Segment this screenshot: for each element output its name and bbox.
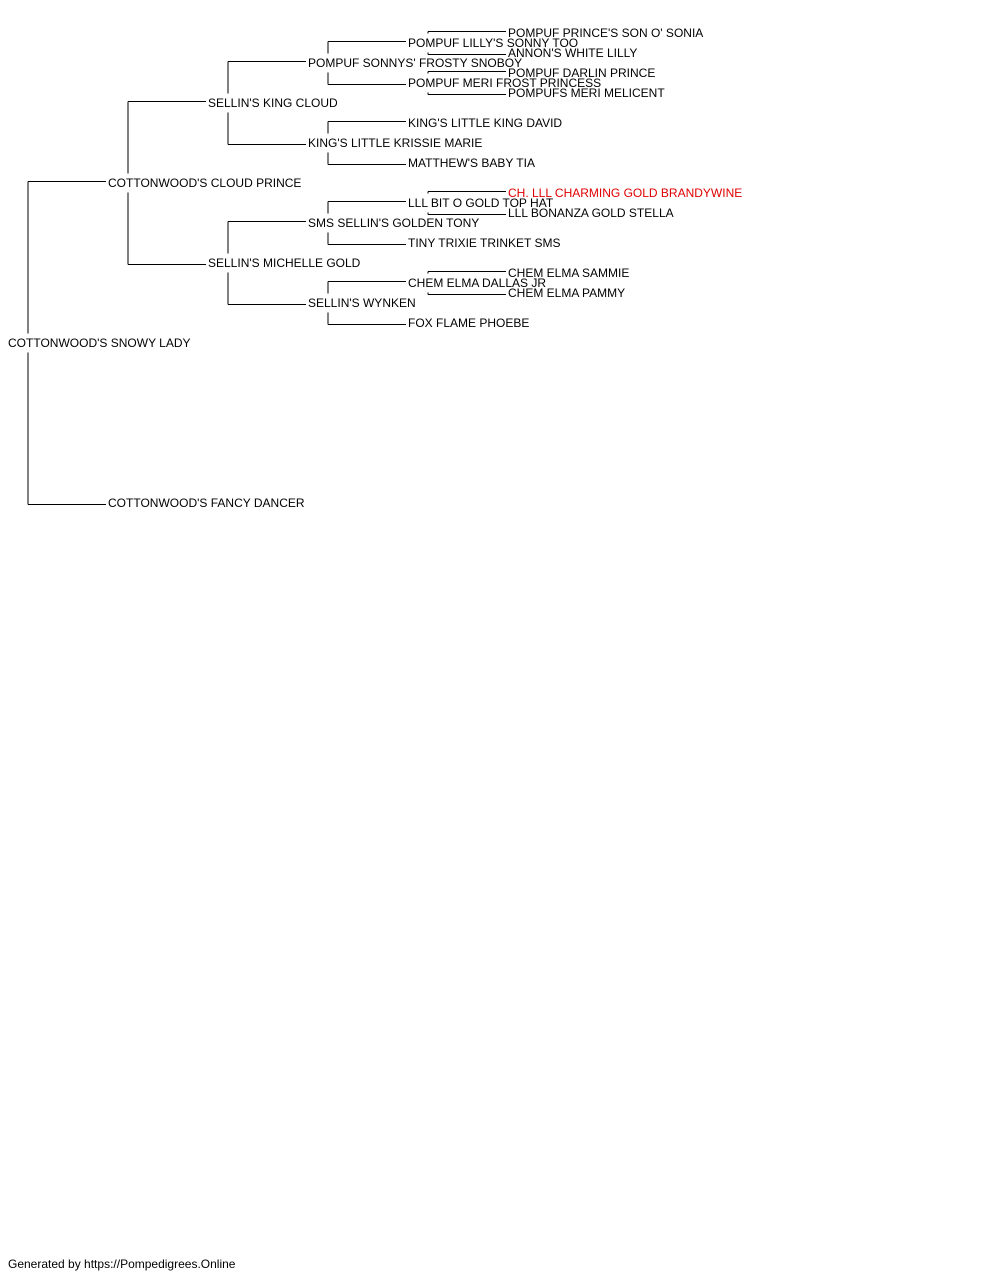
- pedigree-name: POMPUF DARLIN PRINCE: [508, 66, 656, 80]
- pedigree-name: SELLIN'S MICHELLE GOLD: [208, 256, 361, 270]
- pedigree-name: POMPUF LILLY'S SONNY TOO: [408, 36, 579, 50]
- pedigree-name: SELLIN'S KING CLOUD: [208, 96, 338, 110]
- pedigree-name: MATTHEW'S BABY TIA: [408, 156, 535, 170]
- pedigree-name: COTTONWOOD'S FANCY DANCER: [108, 496, 305, 510]
- pedigree-name: KING'S LITTLE KING DAVID: [408, 116, 563, 130]
- pedigree-name: CHEM ELMA DALLAS JR: [408, 276, 547, 290]
- pedigree-name: SMS SELLIN'S GOLDEN TONY: [308, 216, 480, 230]
- pedigree-name: TINY TRIXIE TRINKET SMS: [408, 236, 561, 250]
- pedigree-name: LLL BONANZA GOLD STELLA: [508, 206, 674, 220]
- pedigree-name: LLL BIT O GOLD TOP HAT: [408, 196, 554, 210]
- pedigree-name: CHEM ELMA PAMMY: [508, 286, 626, 300]
- pedigree-name: ANNON'S WHITE LILLY: [508, 46, 638, 60]
- pedigree-name: CHEM ELMA SAMMIE: [508, 266, 630, 280]
- pedigree-name: COTTONWOOD'S SNOWY LADY: [8, 336, 191, 350]
- pedigree-name: POMPUFS MERI MELICENT: [508, 86, 665, 100]
- pedigree-name: POMPUF PRINCE'S SON O' SONIA: [508, 26, 704, 40]
- pedigree-name: COTTONWOOD'S CLOUD PRINCE: [108, 176, 302, 190]
- pedigree-name: KING'S LITTLE KRISSIE MARIE: [308, 136, 483, 150]
- pedigree-name: FOX FLAME PHOEBE: [408, 316, 530, 330]
- generator-credit: Generated by https://Pompedigrees.Online: [8, 1257, 236, 1271]
- pedigree-name: SELLIN'S WYNKEN: [308, 296, 416, 310]
- pedigree-name: CH. LLL CHARMING GOLD BRANDYWINE: [508, 186, 743, 200]
- pedigree-name: POMPUF SONNYS' FROSTY SNOBOY: [308, 56, 523, 70]
- pedigree-name: POMPUF MERI FROST PRINCESS: [408, 76, 602, 90]
